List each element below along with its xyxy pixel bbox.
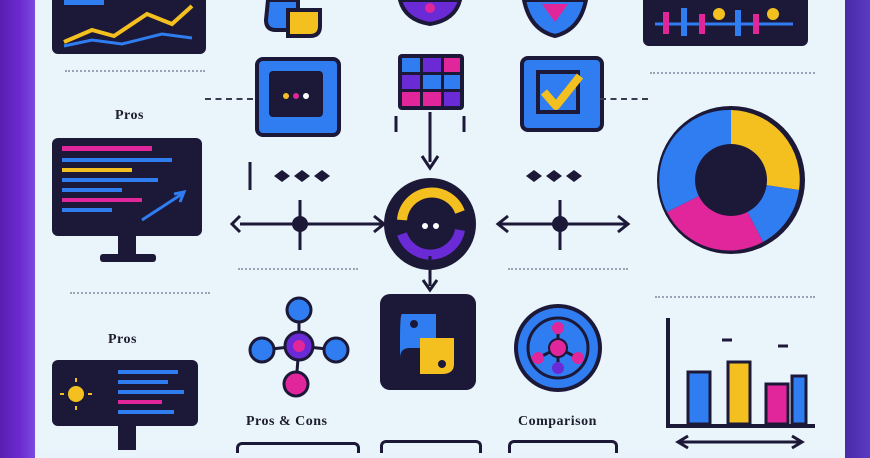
card-outline bbox=[236, 442, 360, 453]
chat-window-icon bbox=[255, 57, 341, 137]
monitor-stand bbox=[118, 426, 136, 450]
card-outline bbox=[508, 440, 618, 453]
divider bbox=[238, 268, 358, 272]
chart-monitor-icon bbox=[52, 0, 206, 54]
sun-monitor-icon bbox=[52, 360, 198, 426]
divider bbox=[65, 70, 205, 74]
code-monitor-icon bbox=[52, 138, 202, 236]
molecule-icon bbox=[514, 304, 602, 392]
divider bbox=[70, 292, 210, 296]
right-connector bbox=[495, 170, 631, 250]
python-logo-icon bbox=[263, 0, 322, 38]
cycle-icon bbox=[384, 178, 476, 270]
down-arrow-icon bbox=[421, 256, 439, 293]
python-tile-icon bbox=[380, 294, 476, 390]
checkbox-icon bbox=[520, 56, 604, 132]
heart-badge-icon bbox=[521, 0, 589, 39]
divider bbox=[655, 296, 815, 300]
divider bbox=[650, 72, 815, 76]
pros-label-top: Pros bbox=[115, 108, 144, 123]
left-connector bbox=[229, 162, 387, 250]
donut-chart-icon bbox=[657, 106, 805, 254]
equalizer-icon bbox=[643, 0, 808, 46]
monitor-stand bbox=[100, 236, 156, 262]
down-arrow-icon bbox=[394, 112, 466, 171]
network-nodes-icon bbox=[248, 296, 350, 398]
divider bbox=[508, 268, 628, 272]
card-outline bbox=[380, 440, 482, 453]
connector bbox=[205, 98, 253, 100]
pros-cons-label: Pros & Cons bbox=[246, 414, 328, 429]
pros-label-bottom: Pros bbox=[108, 332, 137, 347]
grid-table-icon bbox=[398, 54, 464, 110]
lotus-icon bbox=[397, 0, 463, 27]
comparison-label: Comparison bbox=[518, 414, 597, 429]
connector bbox=[600, 98, 648, 100]
bar-chart-icon bbox=[666, 318, 815, 450]
